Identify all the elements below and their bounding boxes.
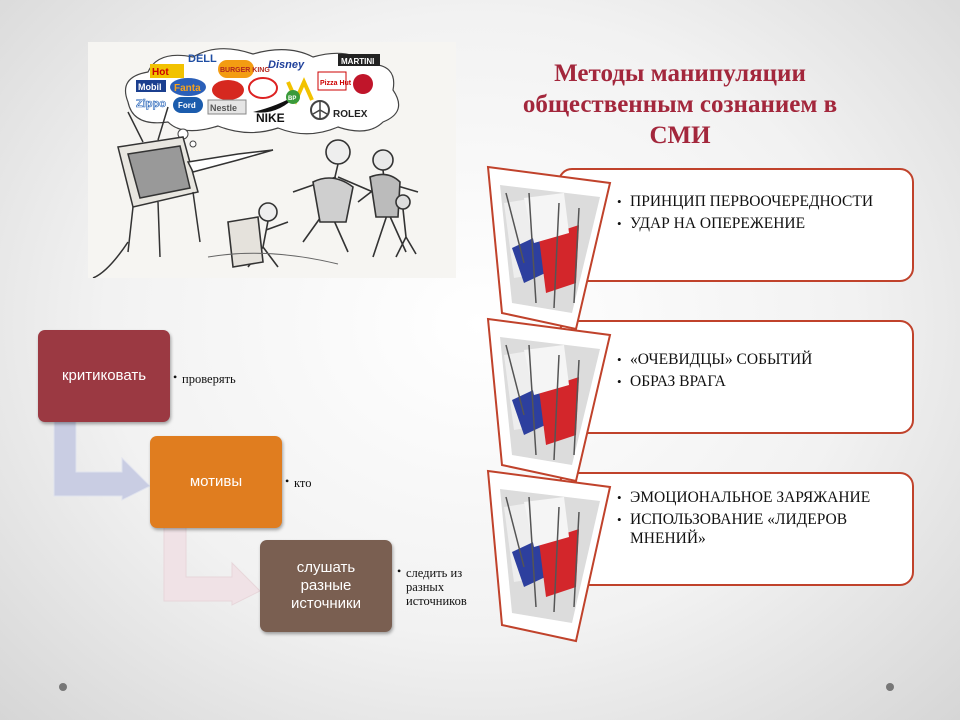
method-card-2: «ОЧЕВИДЦЫ» СОБЫТИЙ ОБРАЗ ВРАГА (558, 320, 914, 434)
process-arrow-1 (53, 420, 151, 501)
page-title: Методы манипуляции общественным сознание… (522, 60, 838, 149)
logo-ford: Ford (178, 101, 196, 110)
logo-burger-king: BURGER KING (220, 67, 270, 74)
method-item: ЭМОЦИОНАЛЬНОЕ ЗАРЯЖАНИЕ (615, 488, 912, 507)
decor-dot-right (886, 683, 894, 691)
flag-thumbnail-3 (486, 469, 612, 643)
logo-nestle: Nestle (210, 103, 237, 113)
method-card-1: ПРИНЦИП ПЕРВООЧЕРЕДНОСТИ УДАР НА ОПЕРЕЖЕ… (558, 168, 914, 282)
process-step-criticize: критиковать (38, 330, 170, 422)
method-item: «ОЧЕВИДЦЫ» СОБЫТИЙ (615, 350, 912, 369)
logo-mobil: Mobil (138, 82, 162, 92)
process-note: кто (285, 474, 312, 490)
logo-zippo: Zippo (136, 98, 166, 110)
logo-disney: Disney (268, 59, 305, 71)
process-note: следить из разных источников (397, 564, 486, 608)
logo-fanta: Fanta (174, 83, 201, 94)
logo-pizza: Pizza Hut (320, 80, 352, 87)
flag-thumbnail-1 (486, 165, 612, 331)
process-step-label: слушать разные источники (290, 559, 361, 612)
method-item: УДАР НА ОПЕРЕЖЕНИЕ (615, 214, 912, 233)
process-arrow-2 (163, 525, 261, 606)
cartoon-image: Hot DELL BURGER KING Disney MARTINI Mobi… (88, 42, 456, 279)
process-note: проверять (173, 370, 236, 386)
logo-martini: MARTINI (341, 57, 374, 66)
logo-dell: DELL (188, 53, 217, 65)
method-item: ИСПОЛЬЗОВАНИЕ «ЛИДЕРОВ МНЕНИЙ» (615, 510, 912, 548)
process-step-motives: мотивы (150, 436, 282, 528)
logo-bp: BP (288, 96, 296, 102)
process-step-label: критиковать (61, 367, 147, 384)
process-step-listen: слушать разные источники (260, 540, 392, 632)
logo-rolex: ROLEX (333, 109, 368, 120)
svg-text:Hot: Hot (152, 67, 169, 78)
logo-nike: NIKE (256, 111, 285, 125)
method-item: ОБРАЗ ВРАГА (615, 372, 912, 391)
process-step-label: мотивы (189, 473, 243, 490)
method-card-3: ЭМОЦИОНАЛЬНОЕ ЗАРЯЖАНИЕ ИСПОЛЬЗОВАНИЕ «Л… (558, 472, 914, 586)
method-item: ПРИНЦИП ПЕРВООЧЕРЕДНОСТИ (615, 192, 912, 211)
flag-thumbnail-2 (486, 317, 612, 483)
decor-dot-left (59, 683, 67, 691)
